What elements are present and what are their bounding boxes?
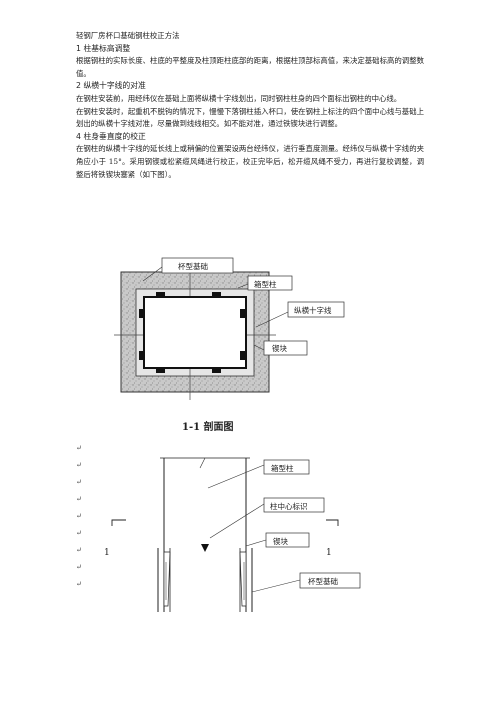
- section-paragraph: 在钢柱安装前，用经纬仪在基础上面将纵横十字线划出，同时钢柱柱身的四个面标出钢柱的…: [76, 93, 402, 103]
- label-cup-foundation-section: 杯型基础: [308, 576, 338, 586]
- cut-label-right: 1: [326, 548, 332, 558]
- label-box-column: 箱型柱: [254, 279, 277, 289]
- label-center-mark: 柱中心标识: [270, 501, 308, 511]
- wedge-block: [156, 367, 165, 373]
- section-paragraph: 在钢柱的纵横十字线的延长线上或稍偏的位置架设两台经纬仪，进行垂直度测量。经纬仪与…: [76, 144, 424, 179]
- section-heading: 2 纵横十字线的对准: [76, 81, 146, 91]
- wedge-block: [240, 351, 246, 360]
- section-figure-title: 1-1 剖面图: [182, 422, 234, 433]
- label-box-column-section: 箱型柱: [271, 463, 294, 473]
- return-mark: ↵: [76, 495, 82, 503]
- section-paragraph: 在钢柱安装时，起重机不脱钩的情况下，慢慢下落钢柱插入杯口，使在钢柱上标注的四个面…: [76, 106, 424, 129]
- return-mark: ↵: [76, 444, 82, 452]
- section-paragraph: 根据钢柱的实际长度、柱底的平整度及柱顶距柱底部的距离，根据柱顶部标高值，来决定基…: [76, 56, 424, 78]
- label-crosshair-line: 纵横十字线: [294, 305, 332, 315]
- return-mark: ↵: [76, 478, 82, 486]
- label-wedge-section: 锲块: [273, 536, 288, 546]
- return-mark: ↵: [76, 512, 82, 520]
- wedge-block: [156, 292, 165, 298]
- return-mark: ↵: [76, 546, 82, 554]
- document-title: 轻钢厂房杯口基础钢柱校正方法: [76, 31, 180, 40]
- return-mark: ↵: [76, 529, 82, 537]
- box-column-outline: [143, 296, 247, 369]
- wedge-block: [240, 309, 246, 318]
- wedge-left: [163, 551, 171, 607]
- section-heading: 1 柱基标高调整: [76, 43, 131, 53]
- wedge-block: [212, 367, 221, 373]
- section-heading: 4 柱身垂直度的校正: [76, 131, 146, 141]
- cut-label-left: 1: [104, 548, 110, 558]
- wedge-block: [139, 309, 145, 318]
- paragraph-marks: ↵ ↵ ↵ ↵ ↵ ↵ ↵ ↵ ↵: [76, 444, 82, 597]
- label-wedge: 锲块: [272, 343, 287, 353]
- return-mark: ↵: [76, 563, 82, 571]
- label-cup-foundation: 杯型基础: [178, 261, 208, 271]
- center-mark-arrow: [201, 544, 209, 552]
- document-text: 轻钢厂房杯口基础钢柱校正方法 1 柱基标高调整 根据钢柱的实际长度、柱底的平整度…: [76, 30, 424, 181]
- wedge-block: [139, 351, 145, 360]
- wedge-right: [239, 551, 247, 607]
- wedge-block: [212, 292, 221, 298]
- return-mark: ↵: [76, 580, 82, 588]
- return-mark: ↵: [76, 461, 82, 469]
